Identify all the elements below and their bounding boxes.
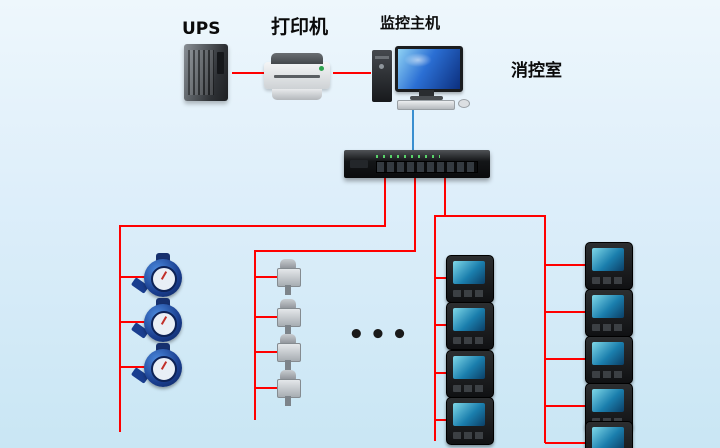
panel-meter-2-5 [585,421,633,448]
meter-buttons [453,432,485,439]
tower-drive-bay [375,56,389,59]
meter-screen [592,248,624,271]
meter-buttons [592,324,624,331]
data-collector-device [344,150,490,178]
panel-meter-2-2 [585,289,633,337]
host-tower [372,50,392,102]
printer-output-slot [274,75,320,78]
printer-lid [271,53,323,64]
meter-screen [453,356,485,379]
tower-power-button [379,64,384,69]
meter-screen [592,342,624,365]
host-monitor [395,46,463,92]
valve-stem [285,325,291,335]
valve-head [280,334,296,344]
printer-label: 打印机 [271,16,329,38]
more-devices-ellipsis: ••• [348,320,413,350]
meter-buttons [592,277,624,284]
meter-screen [592,389,624,412]
control-room-label: 消控室 [511,61,562,81]
valve-sensor-1 [273,259,303,295]
panel-meter-1-3 [446,350,494,398]
switch-ports [376,161,478,173]
valve-stem [285,396,291,406]
water-meter-dial [151,266,177,292]
meter-screen [453,308,485,331]
valve-stem [285,285,291,295]
switch-leds [376,155,440,158]
meter-screen [453,261,485,284]
water-meter-2 [130,298,188,346]
ups-label: UPS [182,19,221,39]
meter-screen [453,403,485,426]
ups-display [217,52,224,74]
valve-sensor-4 [273,370,303,406]
monitor-stand-base [410,96,443,100]
meter-buttons [453,290,485,297]
water-meter-cap [156,298,170,308]
switch-brand-plate [350,160,368,168]
meter-screen [592,295,624,318]
valve-head [280,370,296,380]
monitor-host-label: 监控主机 [380,14,441,32]
monitor-stand [419,90,434,97]
printer-device [264,53,330,100]
valve-sensor-2 [273,299,303,335]
ups-vents [188,50,214,95]
meter-buttons [453,385,485,392]
water-meter-cap [156,343,170,353]
panel-meter-1-2 [446,302,494,350]
valve-stem [285,360,291,370]
printer-tray [272,89,322,100]
host-keyboard [397,100,455,110]
water-meter-3 [130,343,188,391]
valve-sensor-3 [273,334,303,370]
water-meter-dial [151,311,177,337]
meter-buttons [453,337,485,344]
valve-head [280,259,296,269]
panel-meter-1-1 [446,255,494,303]
water-meter-dial [151,356,177,382]
water-meter-cap [156,253,170,263]
panel-meter-2-3 [585,336,633,384]
valve-head [280,299,296,309]
meter-screen [592,427,624,448]
ups-device [184,44,228,101]
water-meter-1 [130,253,188,301]
panel-meter-1-4 [446,397,494,445]
host-mouse [458,99,470,108]
meter-buttons [592,371,624,378]
printer-power-led [319,66,324,71]
monitor-screen [404,53,432,67]
panel-meter-2-1 [585,242,633,290]
